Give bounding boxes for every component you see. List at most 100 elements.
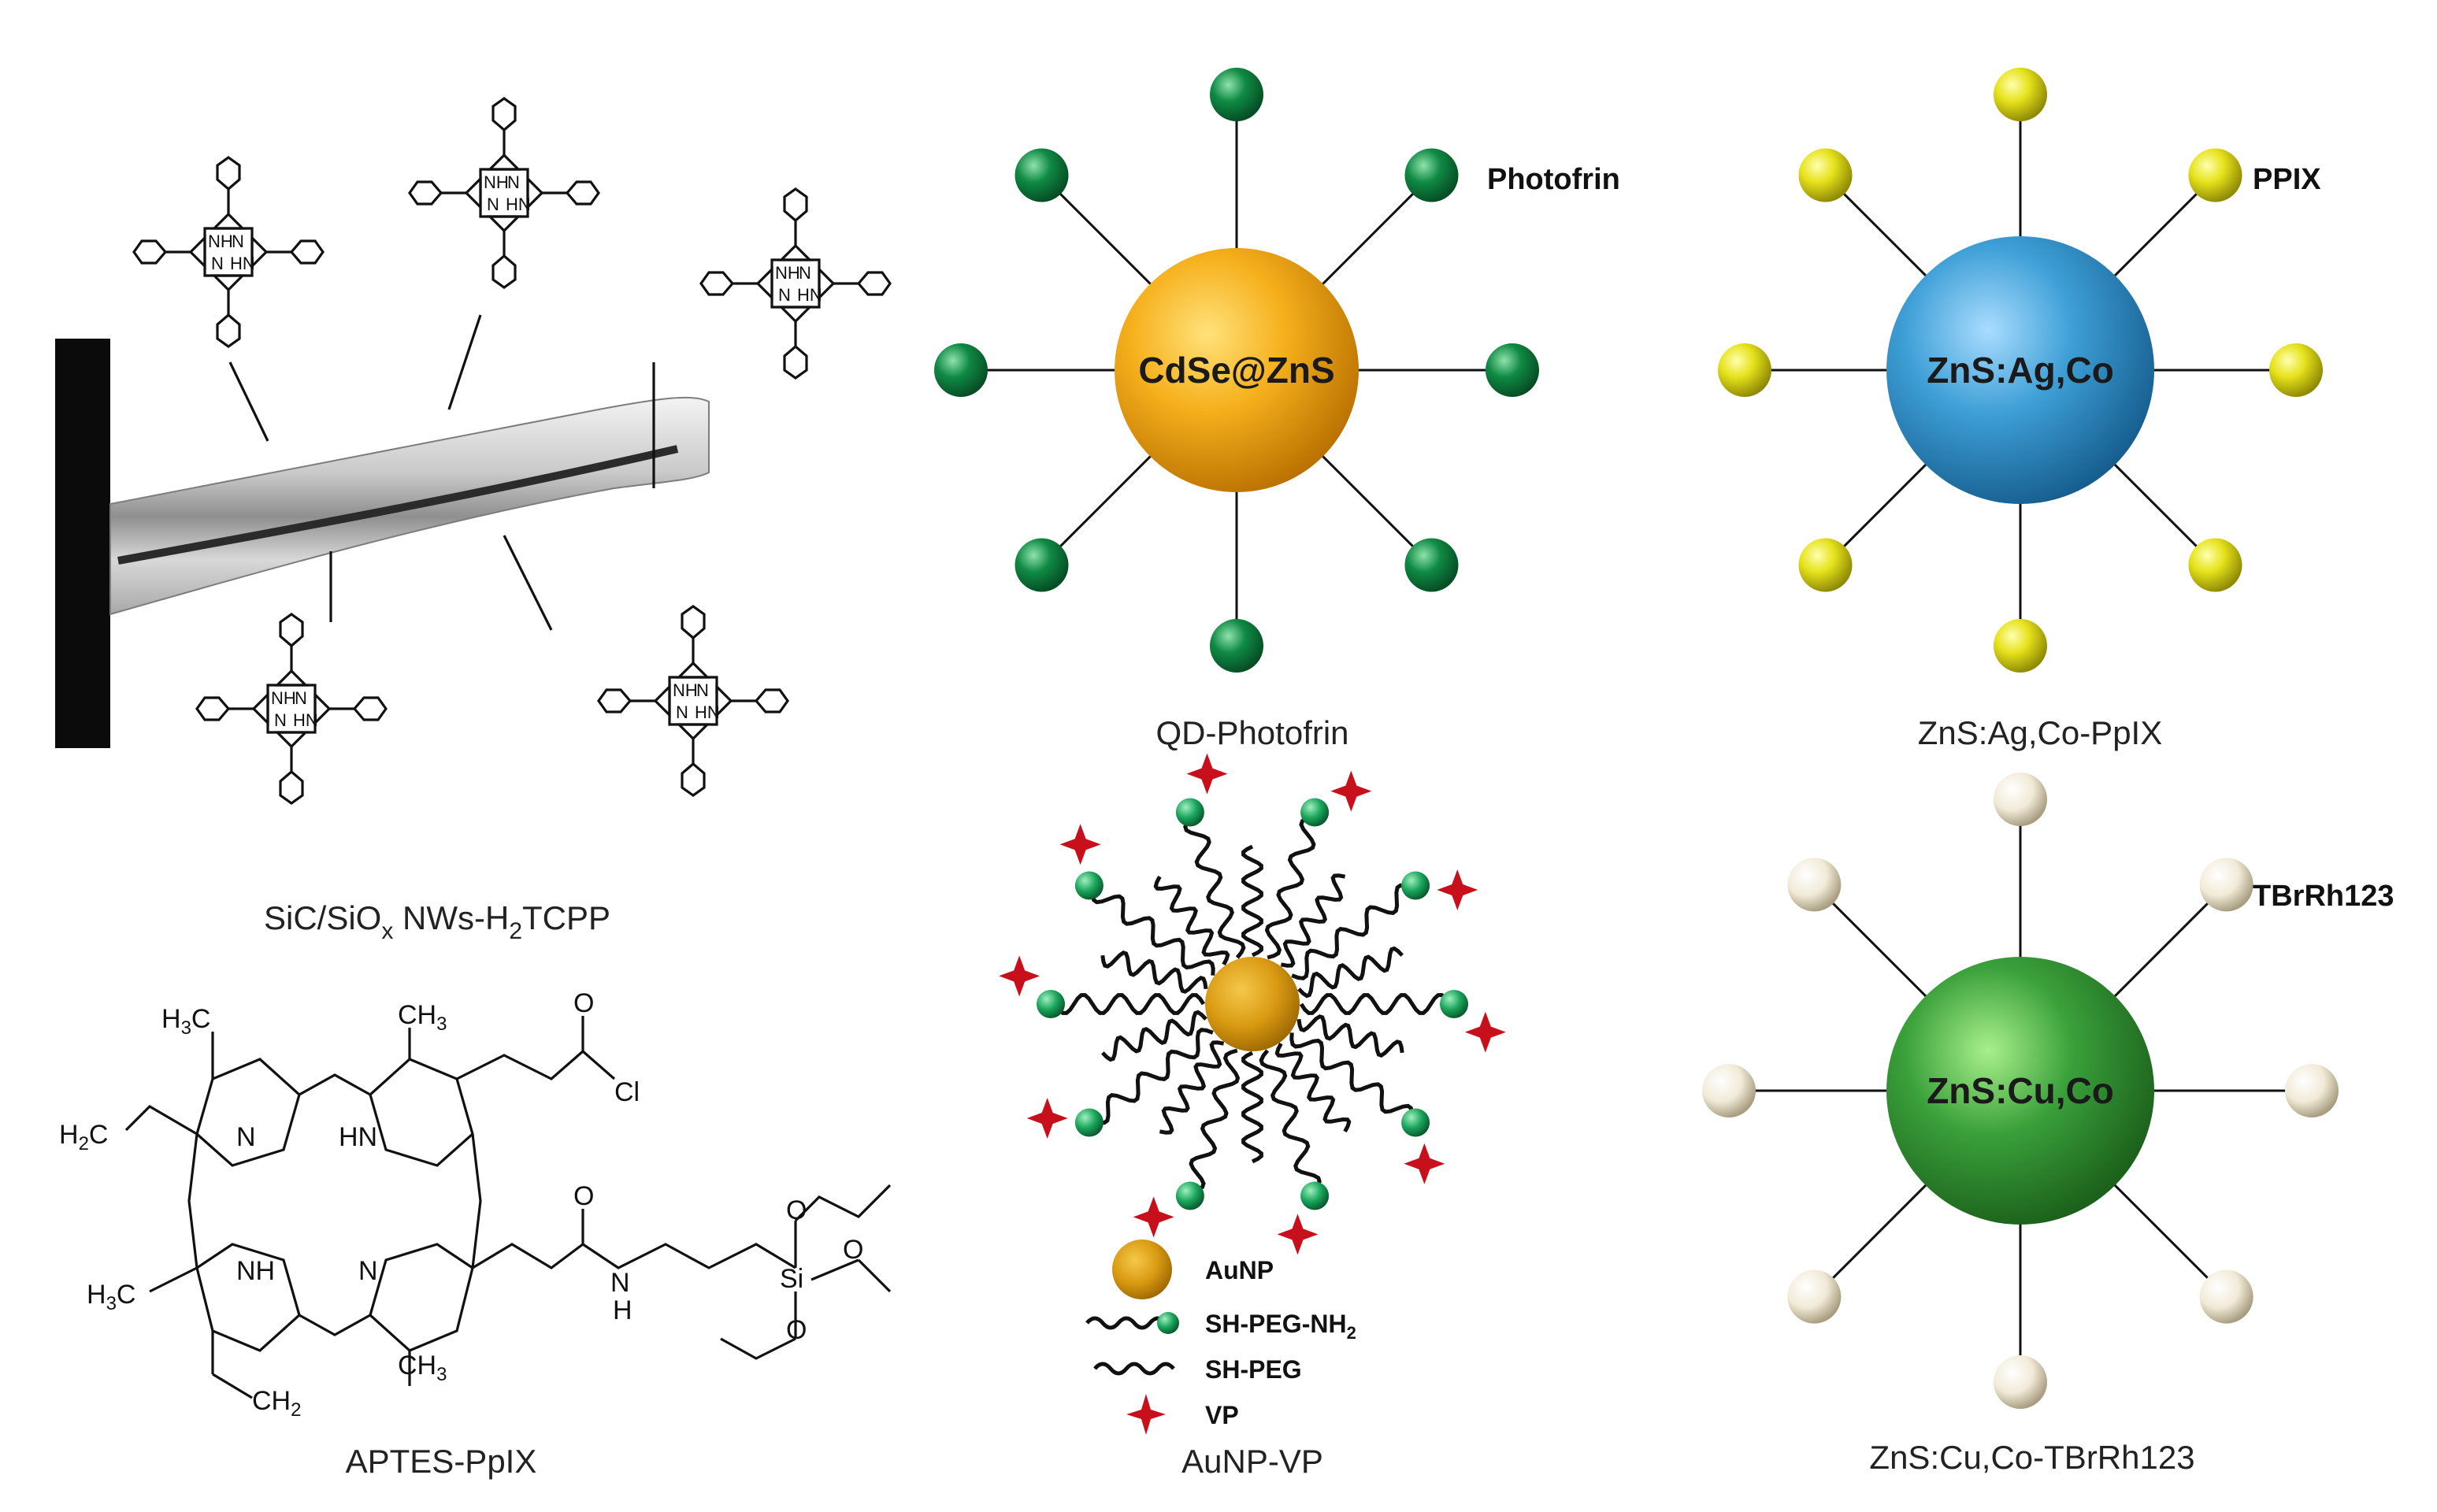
vp-star-1 [1464,1011,1506,1053]
qd-ligand-ball-6 [1014,538,1069,592]
zns-agco-ligand-ball-4 [2188,538,2242,592]
caption-zns-agco: ZnS:Ag,Co-PpIX [1918,714,2162,751]
aunp-legend: AuNP SH-PEG-NH2 SH-PEG VP [1085,1240,1356,1435]
peg-arm-19 [1291,883,1413,980]
qd-ligand-ball-5 [1210,619,1263,673]
peg-arm-10 [1101,1010,1207,1062]
legend-vp-label: VP [1205,1401,1239,1429]
substrate-bar [55,339,110,748]
aptes-label-o1: O [573,988,594,1018]
peg-arm-14 [1153,876,1230,965]
vp-star-7 [1059,824,1101,865]
zns-cuco-ligand-ball-7 [1702,1064,1756,1117]
caption-aptes: APTES-PpIX [346,1443,537,1480]
zns-agco-core [1886,236,2154,504]
peg-arm-11 [1053,993,1206,1015]
zns-cuco-ligand-ball-3 [2285,1064,2339,1117]
amine-head-6 [1037,990,1065,1018]
legend-peg-nh2-wave [1085,1316,1167,1330]
aunp-vp-panel: AuNP SH-PEG-NH2 SH-PEG VP AuNP-VP [999,753,1506,1480]
aptes-label-nh: NH [236,1256,275,1286]
aptes-label-hn: HN [339,1122,377,1152]
aptes-label-h: H [613,1295,632,1325]
peg-arm-17 [1264,814,1316,960]
zns-cuco-ligand-ball-8 [1787,858,1842,912]
zns-cuco-ligand-ball-5 [1994,1355,2047,1409]
legend-peg-nh2-label: SH-PEG-NH2 [1205,1310,1356,1343]
zns-cuco-ligand-ball-1 [1994,773,2047,826]
zns-cuco-ligand-ball-4 [2199,1269,2253,1324]
caption-zns-cuco: ZnS:Cu,Co-TBrRh123 [1869,1439,2194,1476]
caption-qd-photofrin: QD-Photofrin [1155,714,1348,751]
vp-star-9 [1330,770,1372,812]
legend-peg-nh2-dot [1157,1312,1179,1334]
aptes-label-h2c: H2C [59,1120,108,1154]
nanowire-core [117,445,679,565]
nanowire-panel: SiC/SiOx NWs-H2TCPP [55,97,892,944]
caption-nanowire: SiC/SiOx NWs-H2TCPP [264,899,610,944]
zns-agco-core-label: ZnS:Ag,Co [1927,350,2114,391]
zns-cuco-core [1886,957,2154,1225]
qd-core-label: CdSe@ZnS [1138,350,1334,391]
qd-ligand-label: Photofrin [1487,163,1620,196]
peg-arm-13 [1090,888,1215,976]
aptes-label-o4: O [843,1235,863,1265]
aptes-label-ch3-bottom: CH3 [398,1351,447,1385]
zns-agco-panel: ZnS:Ag,Co PPIX ZnS:Ag,Co-PpIX [1718,68,2323,751]
peg-arm-6 [1241,1051,1263,1164]
amine-head-9 [1300,798,1330,827]
vp-star-4 [1133,1196,1174,1238]
peg-arm-12 [1100,951,1208,994]
zns-agco-ligand-label: PPIX [2253,163,2321,196]
legend-peg-wave [1093,1362,1175,1376]
porphyrin-4 [195,613,388,805]
aptes-label-si: Si [780,1264,803,1294]
qd-ligand-ball-7 [934,343,988,397]
zns-cuco-ligand-ball-6 [1787,1269,1842,1324]
qd-photofrin-panel: CdSe@ZnS Photofrin QD-Photofrin [934,68,1620,751]
peg-arm-20 [1297,946,1404,999]
peg-arm-5 [1259,1049,1322,1193]
aptes-label-ch3-top: CH3 [398,1000,447,1035]
peg-arm-4 [1274,1043,1352,1132]
aptes-label-h3c-top: H3C [161,1004,210,1039]
legend-vp-star [1126,1394,1166,1435]
peg-arm-7 [1189,1048,1241,1194]
vp-star-5 [1026,1098,1068,1140]
amine-head-2 [1401,1108,1430,1137]
vp-star-2 [1404,1143,1445,1184]
peg-arm-8 [1159,1040,1225,1135]
qd-ligand-ball-2 [1404,148,1459,202]
amine-head-5 [1074,1108,1104,1137]
zns-agco-ligand-ball-5 [1994,619,2047,673]
porphyrin-5 [597,605,789,797]
caption-aunp: AuNP-VP [1181,1443,1323,1480]
zns-cuco-ligand-ball-2 [2199,858,2253,912]
zns-agco-ligand-ball-2 [2188,148,2242,202]
zns-cuco-core-label: ZnS:Cu,Co [1927,1070,2114,1111]
peg-arm-18 [1280,873,1346,968]
peg-arm-3 [1289,1032,1415,1120]
legend-aunp-swatch [1112,1240,1172,1299]
amine-head-8 [1175,798,1204,827]
vp-star-10 [1437,869,1478,910]
aptes-label-n2: N [358,1256,378,1286]
vp-star-8 [1186,753,1228,795]
peg-arm-16 [1241,844,1263,958]
amine-head-4 [1175,1181,1204,1210]
qd-core [1115,248,1359,492]
porphyrin-1 [132,156,325,348]
aptes-label-ch2: CH2 [252,1386,301,1421]
amine-head-10 [1401,871,1430,900]
aptes-label-o3: O [786,1195,807,1225]
amine-head-7 [1074,871,1104,900]
qd-ligand-ball-4 [1404,538,1459,592]
peg-arm-1 [1299,993,1452,1015]
aptes-ppix-panel: H3C CH3 H2C N HN NH N O Cl O N H Si O O … [59,988,892,1421]
porphyrin-3 [699,187,892,380]
peg-arm-9 [1092,1028,1214,1125]
aunp-peg-arms [999,753,1506,1255]
zns-agco-ligand-ball-6 [1798,538,1853,592]
zns-agco-ligand-ball-3 [2269,343,2323,397]
